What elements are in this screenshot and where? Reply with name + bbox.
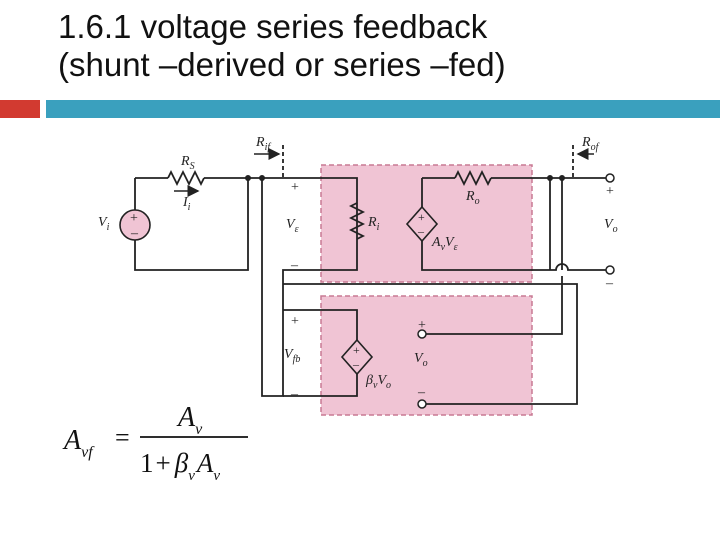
- label-ri: Ri: [367, 215, 380, 233]
- svg-text:–: –: [417, 224, 425, 238]
- beta-dependent-source: [340, 338, 374, 376]
- title-line-2: (shunt –derived or series –fed): [58, 46, 506, 83]
- output-terminal-neg: [605, 265, 615, 275]
- rs-resistor: [167, 169, 205, 187]
- label-avveps: AvVε: [431, 235, 458, 253]
- plus-vo: +: [606, 184, 614, 199]
- svg-text:–: –: [352, 357, 360, 371]
- plus-veps: +: [291, 180, 299, 195]
- label-betavo: βvVo: [365, 373, 391, 391]
- label-vo-fb: Vo: [414, 351, 428, 369]
- label-ro: Ro: [465, 189, 480, 207]
- label-vi: Vi: [98, 215, 110, 233]
- av-dependent-source: [405, 205, 439, 243]
- label-veps: Vε: [286, 217, 299, 235]
- accent-bar-blue: [46, 100, 720, 118]
- formula-equals: =: [115, 423, 130, 452]
- svg-text:+: +: [130, 211, 138, 226]
- minus-vo: –: [605, 276, 614, 291]
- accent-bar-red: [0, 100, 40, 118]
- formula-numerator: Av: [176, 402, 203, 438]
- formula-lhs: Avf: [62, 425, 95, 461]
- wire: [283, 374, 358, 397]
- plus-vo-fb: +: [418, 318, 426, 333]
- plus-vfb: +: [291, 314, 299, 329]
- formula-denominator: 1+βvAv: [140, 448, 220, 484]
- label-vo-out: Vo: [604, 217, 618, 235]
- title-line-1: 1.6.1 voltage series feedback: [58, 8, 488, 45]
- vi-source: [119, 209, 151, 241]
- wire: [550, 263, 606, 271]
- label-rif: Rif: [255, 135, 271, 153]
- label-ii: Ii: [182, 195, 191, 213]
- minus-veps: –: [290, 258, 299, 273]
- ro-resistor: [454, 169, 492, 187]
- minus-vo-fb: –: [417, 385, 426, 400]
- svg-text:–: –: [130, 226, 139, 241]
- gain-formula: Avf = Av 1+βvAv: [62, 402, 248, 484]
- wire: [426, 276, 563, 335]
- fb-terminal-neg: [417, 399, 427, 409]
- output-terminal-pos: [605, 173, 615, 183]
- slide-title: 1.6.1 voltage series feedback (shunt –de…: [58, 8, 708, 84]
- label-vfb: Vfb: [284, 347, 300, 365]
- wire: [283, 283, 578, 405]
- ri-resistor: [348, 202, 366, 240]
- label-rof: Rof: [581, 135, 600, 153]
- wire: [421, 240, 550, 271]
- label-rs: RS: [180, 154, 195, 172]
- minus-vfb: –: [290, 387, 299, 402]
- svg-text:+: +: [353, 343, 360, 357]
- fb-terminal-pos: [417, 329, 427, 339]
- wire: [283, 309, 358, 340]
- wire: [204, 177, 358, 397]
- wire: [134, 178, 249, 271]
- svg-text:+: +: [418, 210, 425, 224]
